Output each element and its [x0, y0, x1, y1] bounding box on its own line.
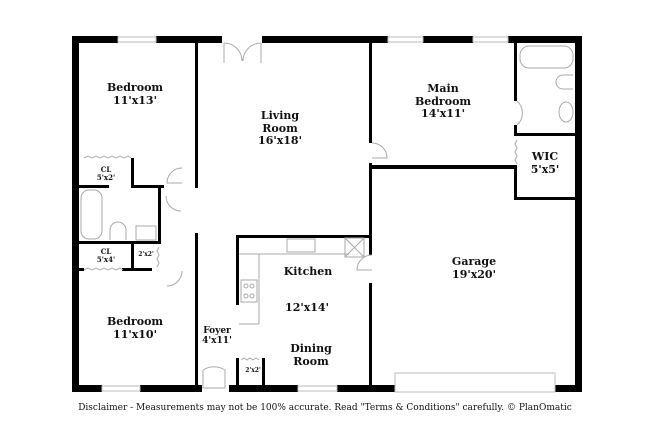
room-label-closet-2: CL 5'x4' [96, 247, 116, 265]
room-label-garage: Garage 19'x20' [451, 255, 497, 281]
door-icon [166, 167, 183, 184]
room-label-dining-room: Dining Room [290, 342, 332, 368]
door-icon [371, 142, 388, 159]
bathtub-icon [519, 45, 574, 69]
room-label-closet-1: CL 5'x2' [96, 165, 116, 183]
door-icon [165, 195, 182, 212]
stove-icon [240, 279, 258, 303]
room-label-pantry: 2'x2' [245, 367, 261, 374]
interior-walls [79, 43, 575, 388]
sink-icon [286, 238, 316, 253]
bifold-door-icon [83, 267, 124, 271]
door-icon [166, 270, 183, 287]
bifold-door-icon [514, 139, 518, 165]
room-label-kitchen: Kitchen [283, 265, 333, 278]
room-label-linen-closet: 2'x2' [138, 251, 154, 258]
room-label-bedroom-2: Bedroom 11'x10' [106, 315, 164, 341]
fixtures [80, 42, 574, 389]
sink-icon [135, 225, 157, 241]
counter-icon [239, 253, 349, 325]
french-door-icon [223, 42, 262, 63]
bifold-door-icon [156, 246, 160, 268]
room-label-wic: WIC 5'x5' [530, 150, 560, 176]
exterior-walls [72, 36, 582, 392]
toilet-icon [555, 74, 573, 90]
room-label-main-bedroom: Main Bedroom 14'x11' [414, 82, 472, 121]
fridge-icon [344, 237, 365, 258]
disclaimer-text: Disclaimer - Measurements may not be 100… [78, 403, 572, 413]
bifold-door-icon [240, 357, 260, 361]
room-label-kitchen-size: 12'x14' [285, 301, 329, 314]
bifold-door-icon [83, 155, 132, 159]
door-icon [516, 100, 523, 126]
room-label-foyer: Foyer 4'x11' [202, 326, 232, 347]
room-label-living-room: Living Room 16'x18' [258, 109, 302, 148]
sink-icon [558, 101, 574, 123]
bathtub-icon [80, 189, 103, 240]
door-icon [356, 254, 373, 271]
windows [101, 36, 556, 393]
toilet-icon [109, 221, 127, 240]
entry-door-icon [202, 366, 226, 389]
room-label-bedroom-1: Bedroom 11'x13' [106, 81, 164, 107]
